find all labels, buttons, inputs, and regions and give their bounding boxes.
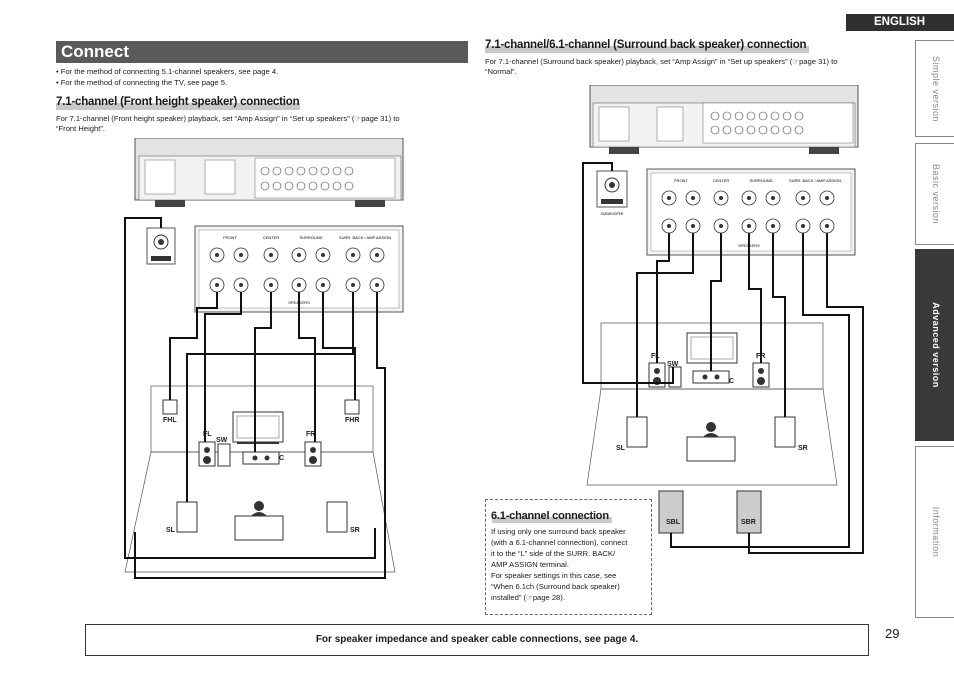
terminal-label-surr-back: SURR. BACK / AMP ASSIGN (789, 178, 841, 183)
surround-back-heading: 7.1-channel/6.1-channel (Surround back s… (485, 39, 807, 51)
label-fl: FL (651, 353, 660, 360)
terminal-label-surround: SURROUND (299, 235, 322, 240)
label-c: C (279, 455, 285, 462)
surround-back-body-1: For 7.1-channel (Surround back speaker) … (485, 57, 838, 66)
six-one-line-6: “When 6.1ch (Surround back speaker) (491, 582, 620, 591)
tab-basic-version[interactable]: Basic version (915, 143, 954, 245)
terminal-label-center: CENTER (263, 235, 280, 240)
front-height-body-1: For 7.1-channel (Front height speaker) p… (56, 114, 400, 123)
six-one-line-2: (with a 6.1-channel connection), connect (491, 538, 628, 547)
language-label: ENGLISH (874, 16, 926, 28)
label-sr: SR (350, 527, 360, 534)
footer-note: For speaker impedance and speaker cable … (315, 634, 639, 645)
terminal-label-surr-back: SURR. BACK / AMP ASSIGN (339, 235, 391, 240)
label-fhl: FHL (163, 417, 177, 424)
label-sbl: SBL (666, 519, 680, 526)
label-fhr: FHR (345, 417, 360, 424)
terminal-label-front: FRONT (223, 235, 237, 240)
label-fl: FL (203, 431, 212, 438)
tab-label: Information (930, 506, 941, 558)
six-one-heading: 6.1-channel connection (491, 510, 609, 522)
tab-label: Advanced version (930, 302, 941, 388)
label-fr: FR (756, 353, 766, 360)
front-height-heading: 7.1-channel (Front height speaker) conne… (56, 96, 300, 108)
surround-back-wiring-diagram: FRONT CENTER SURROUND SURR. BACK / AMP A… (582, 85, 864, 554)
terminal-label-front: FRONT (674, 178, 688, 183)
tab-label: Basic version (930, 163, 941, 225)
intro-bullet-2: • For the method of connecting the TV, s… (56, 78, 228, 87)
tab-simple-version[interactable]: Simple version (915, 40, 954, 137)
intro-bullet-1: • For the method of connecting 5.1-chann… (56, 67, 279, 76)
six-one-line-7: installed” (☞page 28). (491, 593, 565, 602)
six-one-note-box: 6.1-channel connection If using only one… (485, 499, 652, 615)
terminal-label-speakers: SPEAKERS (738, 243, 760, 248)
tab-advanced-version[interactable]: Advanced version (915, 249, 954, 441)
label-sw: SW (667, 361, 679, 368)
footer-note-box: For speaker impedance and speaker cable … (85, 624, 869, 656)
surround-back-body-2: “Normal”. (485, 67, 517, 76)
six-one-line-3: it to the “L” side of the SURR. BACK/ (491, 549, 616, 558)
page-title: Connect (61, 42, 129, 61)
terminal-label-center: CENTER (713, 178, 730, 183)
tab-label: Simple version (930, 55, 941, 122)
label-fr: FR (306, 431, 316, 438)
label-sr: SR (798, 445, 808, 452)
tab-information[interactable]: Information (915, 446, 954, 618)
page-number: 29 (885, 626, 900, 641)
label-sw: SW (216, 437, 228, 444)
six-one-line-4: AMP ASSIGN terminal. (491, 560, 569, 569)
front-height-wiring-diagram: FRONT CENTER SURROUND SURR. BACK / AMP A… (124, 138, 404, 579)
six-one-line-1: If using only one surround back speaker (491, 527, 626, 536)
terminal-label-surround: SURROUND (749, 178, 772, 183)
front-height-body-2: “Front Height”. (56, 124, 105, 133)
six-one-line-5: For speaker settings in this case, see (491, 571, 617, 580)
page-title-bar: Connect (56, 41, 468, 63)
label-sbr: SBR (741, 519, 756, 526)
label-c: C (729, 378, 735, 385)
language-tab[interactable]: ENGLISH (846, 14, 954, 31)
terminal-label-speakers: SPEAKERS (288, 300, 310, 305)
label-sl: SL (166, 527, 175, 534)
terminal-label-subwoofer: SUBWOOFER (601, 212, 624, 216)
label-sl: SL (616, 445, 625, 452)
